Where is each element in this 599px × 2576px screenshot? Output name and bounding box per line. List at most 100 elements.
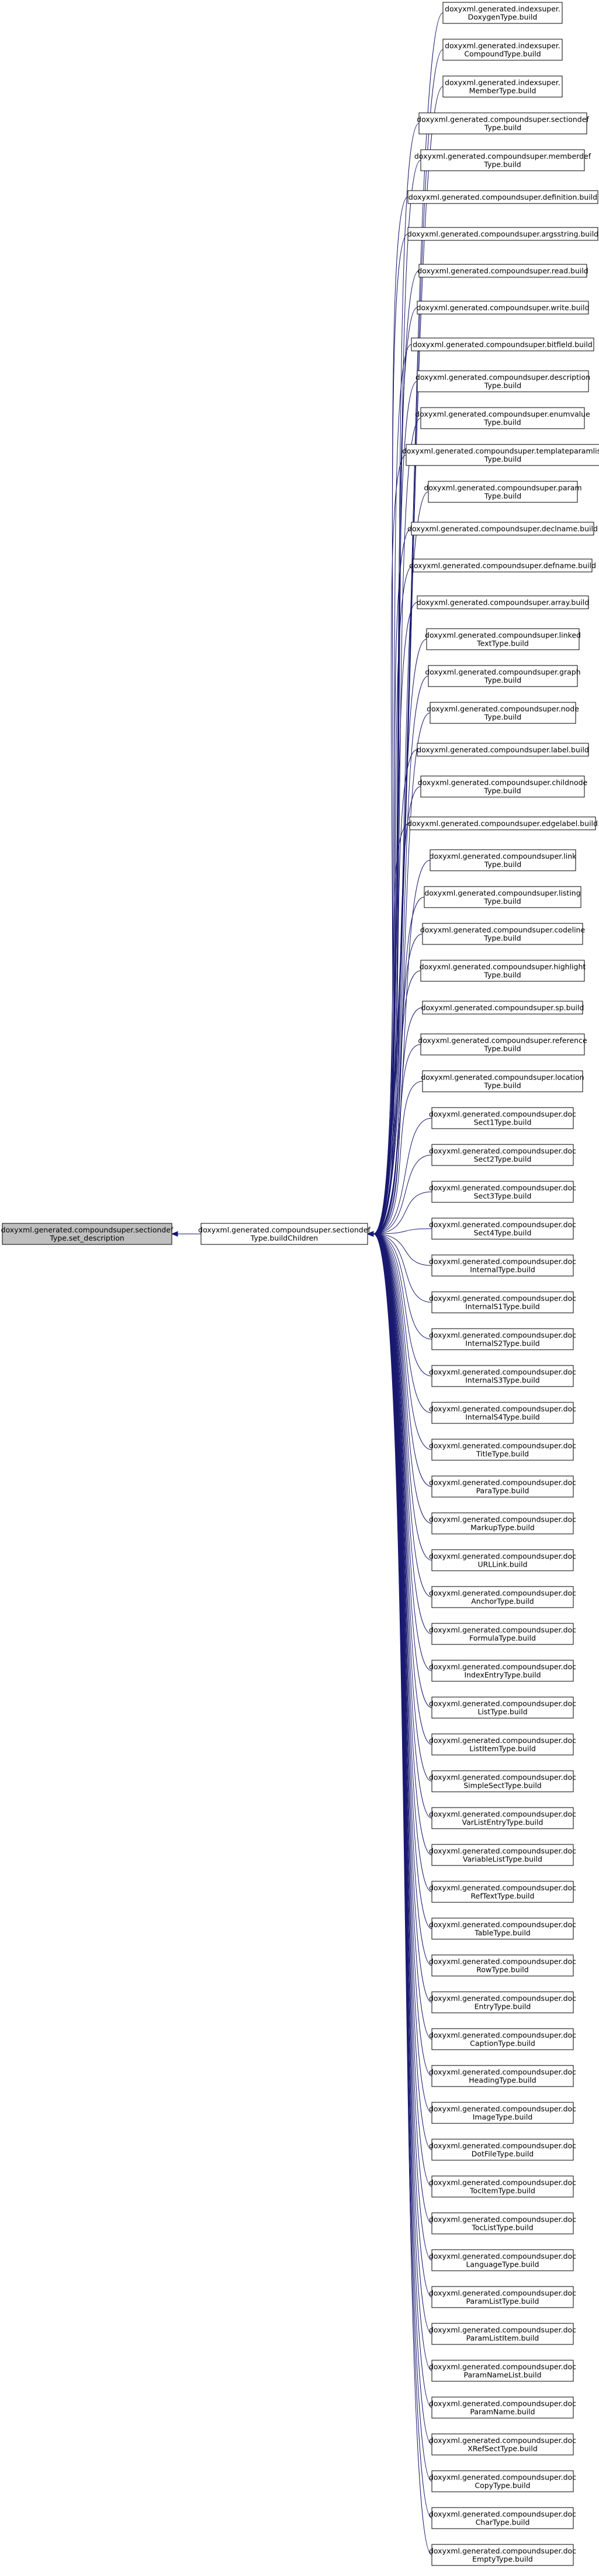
child-node[interactable]: doxyxml.generated.compoundsuper.paramTyp… [424, 481, 582, 503]
child-node[interactable]: doxyxml.generated.compoundsuper.listingT… [424, 886, 581, 908]
child-node[interactable]: doxyxml.generated.compoundsuper.docDotFi… [429, 2139, 576, 2161]
child-node[interactable]: doxyxml.generated.compoundsuper.childnod… [418, 775, 588, 798]
child-node[interactable]: doxyxml.generated.compoundsuper.argsstri… [407, 227, 598, 241]
child-node[interactable]: doxyxml.generated.compoundsuper.codeline… [420, 923, 586, 945]
child-node[interactable]: doxyxml.generated.compoundsuper.label.bu… [417, 743, 589, 757]
child-node[interactable]: doxyxml.generated.compoundsuper.docHeadi… [429, 2065, 576, 2087]
child-node-label: doxyxml.generated.compoundsuper.descript… [416, 373, 590, 382]
child-node-box [431, 1328, 574, 1350]
child-node[interactable]: doxyxml.generated.compoundsuper.docTocLi… [429, 2212, 576, 2234]
child-node-box [431, 2286, 574, 2308]
edge-child-to-mid [366, 86, 444, 1237]
child-node-box [431, 1291, 574, 1313]
child-node[interactable]: doxyxml.generated.compoundsuper.docMarku… [429, 1512, 576, 1534]
child-node[interactable]: doxyxml.generated.compoundsuper.read.bui… [417, 264, 588, 278]
child-node[interactable]: doxyxml.generated.compoundsuper.template… [402, 444, 599, 466]
child-node[interactable]: doxyxml.generated.compoundsuper.docXRefS… [429, 2433, 576, 2456]
child-node-box [422, 1070, 583, 1092]
child-node[interactable]: doxyxml.generated.compoundsuper.referenc… [418, 1033, 587, 1056]
child-node[interactable]: doxyxml.generated.compoundsuper.sp.build [421, 1001, 584, 1015]
child-node[interactable]: doxyxml.generated.compoundsuper.docSect1… [429, 1107, 576, 1129]
child-node-box [431, 1918, 574, 1940]
child-node-label: Type.build [483, 934, 521, 943]
child-node[interactable]: doxyxml.generated.compoundsuper.edgelabe… [407, 816, 598, 830]
child-node[interactable]: doxyxml.generated.compoundsuper.docParam… [429, 2286, 576, 2308]
child-node-label: CopyType.build [475, 2481, 530, 2490]
root-node[interactable]: doxyxml.generated.compoundsuper.sectiond… [1, 1223, 174, 1245]
child-node[interactable]: doxyxml.generated.compoundsuper.linkedTe… [425, 628, 581, 650]
child-node[interactable]: doxyxml.generated.compoundsuper.linkType… [430, 849, 577, 871]
child-node-label: doxyxml.generated.compoundsuper.linked [425, 631, 581, 640]
child-node-label: Type.build [483, 787, 521, 795]
child-node[interactable]: doxyxml.generated.compoundsuper.docRowTy… [429, 1954, 576, 1977]
child-node[interactable]: doxyxml.generated.compoundsuper.defname.… [409, 558, 596, 573]
edge-child-to-mid-line [373, 528, 412, 1234]
child-node[interactable]: doxyxml.generated.compoundsuper.docCharT… [429, 2507, 576, 2529]
child-node[interactable]: doxyxml.generated.compoundsuper.docURLLi… [429, 1549, 576, 1571]
child-node[interactable]: doxyxml.generated.compoundsuper.docVarLi… [429, 1807, 576, 1829]
child-node[interactable]: doxyxml.generated.compoundsuper.docSect3… [429, 1181, 576, 1203]
child-node[interactable]: doxyxml.generated.compoundsuper.array.bu… [417, 595, 589, 609]
child-node-label: Sect1Type.build [474, 1118, 532, 1127]
child-node[interactable]: doxyxml.generated.compoundsuper.docInter… [429, 1365, 576, 1387]
child-node[interactable]: doxyxml.generated.compoundsuper.graphTyp… [425, 665, 581, 687]
child-node[interactable]: doxyxml.generated.compoundsuper.docImage… [429, 2102, 576, 2124]
child-node[interactable]: doxyxml.generated.indexsuper.MemberType.… [442, 75, 563, 98]
child-node[interactable]: doxyxml.generated.compoundsuper.docParaT… [429, 1475, 576, 1498]
child-node[interactable]: doxyxml.generated.compoundsuper.docTable… [429, 1918, 576, 1940]
child-node[interactable]: doxyxml.generated.compoundsuper.docEmpty… [429, 2544, 576, 2566]
child-node-box [431, 2249, 574, 2271]
child-node[interactable]: doxyxml.generated.compoundsuper.docListI… [429, 1733, 576, 1756]
child-node[interactable]: doxyxml.generated.compoundsuper.nodeType… [427, 702, 579, 724]
child-node[interactable]: doxyxml.generated.compoundsuper.declname… [407, 522, 598, 536]
mid-node[interactable]: doxyxml.generated.compoundsuper.sectiond… [198, 1223, 371, 1245]
child-node[interactable]: doxyxml.generated.compoundsuper.docFormu… [429, 1623, 576, 1645]
child-node[interactable]: doxyxml.generated.compoundsuper.memberde… [414, 149, 591, 171]
edge-child-to-mid-line [373, 823, 410, 1234]
child-node[interactable]: doxyxml.generated.indexsuper.DoxygenType… [442, 2, 563, 24]
child-node[interactable]: doxyxml.generated.compoundsuper.docParam… [429, 2396, 576, 2419]
edge-child-to-mid-line [373, 1233, 432, 1561]
edge-child-to-mid-line [373, 1233, 432, 1450]
child-node[interactable]: doxyxml.generated.compoundsuper.bitfield… [411, 337, 594, 351]
child-node[interactable]: doxyxml.generated.compoundsuper.docInter… [429, 1328, 576, 1350]
child-node[interactable]: doxyxml.generated.compoundsuper.location… [421, 1070, 584, 1092]
child-node[interactable]: doxyxml.generated.compoundsuper.docSect2… [429, 1144, 576, 1166]
child-node[interactable]: doxyxml.generated.compoundsuper.docEntry… [429, 1991, 576, 2013]
child-node[interactable]: doxyxml.generated.compoundsuper.docTitle… [429, 1439, 576, 1461]
child-node[interactable]: doxyxml.generated.compoundsuper.enumvalu… [415, 407, 590, 429]
child-node-label: doxyxml.generated.compoundsuper.doc [429, 1589, 576, 1598]
child-node[interactable]: doxyxml.generated.compoundsuper.docIndex… [429, 1660, 576, 1682]
child-node-label: doxyxml.generated.compoundsuper.doc [429, 2289, 576, 2298]
child-node[interactable]: doxyxml.generated.indexsuper.CompoundTyp… [442, 39, 563, 61]
child-node[interactable]: doxyxml.generated.compoundsuper.docVaria… [429, 1844, 576, 1866]
child-node-label: Type.build [484, 455, 521, 464]
child-node[interactable]: doxyxml.generated.compoundsuper.docSect4… [429, 1218, 576, 1240]
child-node[interactable]: doxyxml.generated.compoundsuper.docInter… [429, 1254, 576, 1277]
child-node[interactable]: doxyxml.generated.compoundsuper.docCopyT… [429, 2470, 576, 2492]
child-node[interactable]: doxyxml.generated.compoundsuper.highligh… [420, 960, 586, 982]
child-node[interactable]: doxyxml.generated.compoundsuper.definiti… [407, 190, 598, 204]
child-node[interactable]: doxyxml.generated.compoundsuper.sectiond… [417, 112, 589, 135]
child-node[interactable]: doxyxml.generated.compoundsuper.docAncho… [429, 1586, 576, 1608]
child-node[interactable]: doxyxml.generated.compoundsuper.docParam… [429, 2323, 576, 2345]
child-node-label: doxyxml.generated.compoundsuper.doc [429, 2436, 576, 2445]
mid-node-box [200, 1223, 368, 1245]
child-node[interactable]: doxyxml.generated.compoundsuper.docCapti… [429, 2028, 576, 2050]
child-node-box [431, 1144, 574, 1166]
child-node[interactable]: doxyxml.generated.compoundsuper.docListT… [429, 1696, 576, 1719]
child-node[interactable]: doxyxml.generated.compoundsuper.docInter… [429, 1402, 576, 1424]
child-node-label: VariableListType.build [463, 1855, 542, 1864]
child-node[interactable]: doxyxml.generated.compoundsuper.docInter… [429, 1291, 576, 1313]
child-node[interactable]: doxyxml.generated.compoundsuper.docParam… [429, 2360, 576, 2382]
child-node-label: doxyxml.generated.compoundsuper.doc [429, 1405, 576, 1413]
edge-child-to-mid-line [373, 1081, 423, 1234]
edge-child-to-mid-line [373, 602, 418, 1234]
child-node[interactable]: doxyxml.generated.compoundsuper.docRefTe… [429, 1881, 576, 1903]
child-node[interactable]: doxyxml.generated.compoundsuper.write.bu… [417, 301, 590, 315]
child-node[interactable]: doxyxml.generated.compoundsuper.docLangu… [429, 2249, 576, 2271]
child-node[interactable]: doxyxml.generated.compoundsuper.docSimpl… [429, 1770, 576, 1792]
child-node[interactable]: doxyxml.generated.compoundsuper.docTocIt… [429, 2175, 576, 2198]
child-node[interactable]: doxyxml.generated.compoundsuper.descript… [416, 370, 590, 392]
